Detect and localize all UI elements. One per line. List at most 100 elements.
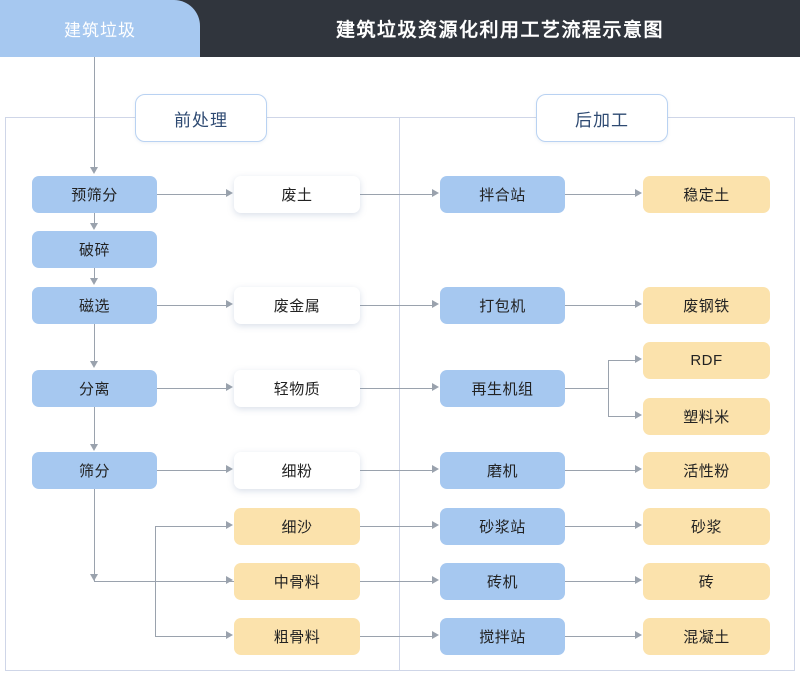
node-waste-soil-label: 废土 (281, 187, 313, 204)
node-brick[interactable]: 砖 (643, 563, 770, 600)
connector-finepowder-mill (360, 470, 433, 471)
node-stabilized-soil[interactable]: 稳定土 (643, 176, 770, 213)
node-mixing-station[interactable]: 拌合站 (440, 176, 565, 213)
arrowhead-entry (90, 167, 98, 174)
section-chip-pre-label: 前处理 (174, 110, 228, 130)
arrowhead-activepowder (635, 465, 642, 473)
node-pre-screen[interactable]: 预筛分 (32, 176, 157, 213)
arrowhead-concrete (635, 631, 642, 639)
arrowhead-finepowder (226, 465, 233, 473)
node-magnetic[interactable]: 磁选 (32, 287, 157, 324)
section-chip-post-label: 后加工 (575, 110, 629, 130)
arrowhead-baler (432, 300, 439, 308)
node-mixing-station-label: 拌合站 (479, 187, 526, 204)
connector-scrapmetal-baler (360, 305, 433, 306)
node-active-powder-label: 活性粉 (683, 463, 730, 480)
connector-midaggregate-brickmachine (360, 581, 433, 582)
connector-coarseaggregate-concretestation (360, 636, 433, 637)
brand-tab-label: 建筑垃圾 (64, 21, 136, 40)
node-scrap-steel[interactable]: 废钢铁 (643, 287, 770, 324)
node-fine-powder-label: 细粉 (281, 463, 313, 480)
node-coarse-aggregate[interactable]: 粗骨料 (234, 618, 360, 655)
connector-separate-screen (94, 407, 95, 445)
node-fine-sand-label: 细沙 (281, 519, 313, 536)
connector-baler-scrapsteel (565, 305, 636, 306)
node-concrete[interactable]: 混凝土 (643, 618, 770, 655)
section-chip-pre-processing[interactable]: 前处理 (135, 94, 267, 142)
connector-regen-plasticpellet (608, 416, 636, 417)
node-concrete-station-label: 搅拌站 (479, 629, 526, 646)
section-divider (399, 117, 400, 671)
node-scrap-steel-label: 废钢铁 (683, 298, 730, 315)
node-mill-label: 磨机 (486, 463, 518, 480)
arrowhead-scrapsteel (635, 300, 642, 308)
node-waste-soil[interactable]: 废土 (234, 176, 360, 213)
arrowhead-wastesoil (226, 189, 233, 197)
connector-crush-magnetic (94, 268, 95, 279)
node-mortar-station[interactable]: 砂浆站 (440, 508, 565, 545)
node-concrete-station[interactable]: 搅拌站 (440, 618, 565, 655)
arrowhead-mill (432, 465, 439, 473)
node-brick-machine[interactable]: 砖机 (440, 563, 565, 600)
arrowhead-magnetic-separate (90, 361, 98, 368)
node-baler-label: 打包机 (479, 298, 526, 315)
connector-mill-activepowder (565, 470, 636, 471)
brand-tab[interactable]: 建筑垃圾 (0, 0, 200, 57)
connector-screen-drop (94, 489, 95, 581)
connector-screen-finepowder (157, 470, 227, 471)
section-chip-post-processing[interactable]: 后加工 (536, 94, 668, 142)
node-rdf[interactable]: RDF (643, 342, 770, 379)
connector-bus-fine-sand (155, 526, 227, 527)
connector-finesand-mortarstation (360, 526, 433, 527)
connector-separate-lightmatter (157, 388, 227, 389)
arrowhead-coarse-aggregate (226, 631, 233, 639)
connector-aggregate-bus-vertical (155, 526, 156, 636)
arrowhead-separate-screen (90, 444, 98, 451)
node-scrap-metal[interactable]: 废金属 (234, 287, 360, 324)
node-active-powder[interactable]: 活性粉 (643, 452, 770, 489)
node-separate-label: 分离 (78, 381, 110, 398)
connector-wastesoil-mixing (360, 194, 433, 195)
node-fine-powder[interactable]: 细粉 (234, 452, 360, 489)
arrowhead-mixing (432, 189, 439, 197)
arrowhead-prescreen-crush (90, 223, 98, 230)
arrowhead-lightmatter (226, 383, 233, 391)
arrowhead-brickmachine (432, 576, 439, 584)
node-plastic-pellet[interactable]: 塑料米 (643, 398, 770, 435)
arrowhead-rdf (635, 355, 642, 363)
node-mortar-station-label: 砂浆站 (479, 519, 526, 536)
node-brick-machine-label: 砖机 (486, 574, 518, 591)
node-fine-sand[interactable]: 细沙 (234, 508, 360, 545)
node-magnetic-label: 磁选 (78, 298, 110, 315)
arrowhead-stabilizedsoil (635, 189, 642, 197)
node-regen-unit-label: 再生机组 (471, 381, 534, 398)
node-separate[interactable]: 分离 (32, 370, 157, 407)
node-crush[interactable]: 破碎 (32, 231, 157, 268)
node-mortar[interactable]: 砂浆 (643, 508, 770, 545)
node-crush-label: 破碎 (78, 242, 110, 259)
connector-magnetic-scrapmetal (157, 305, 227, 306)
node-screen[interactable]: 筛分 (32, 452, 157, 489)
node-rdf-label: RDF (690, 352, 723, 369)
arrowhead-concretestation (432, 631, 439, 639)
arrowhead-brick (635, 576, 642, 584)
page-title: 建筑垃圾资源化利用工艺流程示意图 (335, 20, 664, 41)
diagram-panel (5, 117, 795, 671)
node-mortar-label: 砂浆 (690, 519, 722, 536)
node-mill[interactable]: 磨机 (440, 452, 565, 489)
node-baler[interactable]: 打包机 (440, 287, 565, 324)
node-plastic-pellet-label: 塑料米 (683, 409, 730, 426)
node-light-matter-label: 轻物质 (273, 381, 321, 398)
node-mid-aggregate[interactable]: 中骨料 (234, 563, 360, 600)
connector-concretestation-concrete (565, 636, 636, 637)
node-pre-screen-label: 预筛分 (71, 187, 118, 204)
node-light-matter[interactable]: 轻物质 (234, 370, 360, 407)
node-scrap-metal-label: 废金属 (273, 298, 321, 315)
node-screen-label: 筛分 (78, 463, 110, 480)
arrowhead-screen-drop (90, 574, 98, 581)
node-concrete-label: 混凝土 (683, 629, 730, 646)
node-coarse-aggregate-label: 粗骨料 (273, 629, 321, 646)
node-regen-unit[interactable]: 再生机组 (440, 370, 565, 407)
connector-magnetic-separate (94, 324, 95, 362)
